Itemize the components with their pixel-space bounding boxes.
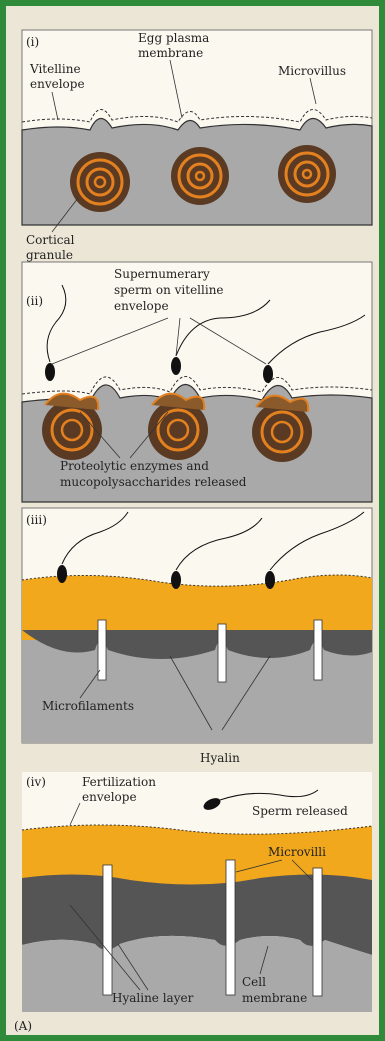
label-supernumerary-2: sperm on vitelline — [114, 283, 224, 297]
label-proteolytic-1: Proteolytic enzymes and — [60, 459, 209, 473]
label-proteolytic-2: mucopolysaccharides released — [60, 475, 247, 489]
label-vitelline-2: envelope — [30, 77, 85, 91]
label-cell-membrane-2: membrane — [242, 991, 307, 1005]
stage-iv: (iv) Fertilization envelope Sperm releas… — [22, 772, 372, 1012]
cortical-granule — [70, 152, 130, 212]
stage-ii: (ii) Supernumerary sperm on vitelline en… — [22, 262, 372, 502]
microfilament — [218, 624, 226, 682]
stage-i-numeral: (i) — [26, 35, 39, 49]
label-cell-membrane-1: Cell — [242, 975, 266, 989]
label-microvillus: Microvillus — [278, 64, 346, 78]
microvillus-post — [103, 865, 112, 995]
label-microfilaments: Microfilaments — [42, 699, 134, 713]
cortical-granule — [278, 145, 336, 203]
microfilament — [314, 620, 322, 680]
cortical-granule — [171, 147, 229, 205]
panel-label: (A) — [14, 1019, 32, 1033]
label-fertilization-1: Fertilization — [82, 775, 156, 789]
microvillus-post — [313, 868, 322, 996]
label-fertilization-2: envelope — [82, 790, 137, 804]
label-egg-membrane-2: membrane — [138, 46, 203, 60]
label-hyalin: Hyalin — [200, 751, 240, 765]
stage-i: (i) Vitelline envelope Egg plasma membra… — [22, 30, 372, 262]
label-cortical-1: Cortical — [26, 233, 75, 247]
label-sperm-released: Sperm released — [252, 804, 348, 818]
microvillus-post — [226, 860, 235, 995]
bursting-granule — [252, 396, 312, 462]
stage-iii: (iii) Microfilaments — [22, 508, 372, 743]
label-cortical-2: granule — [26, 248, 73, 262]
label-supernumerary-1: Supernumerary — [114, 267, 210, 281]
bursting-granule — [148, 394, 208, 460]
stage-iii-numeral: (iii) — [26, 513, 47, 527]
stage-iv-numeral: (iv) — [26, 775, 46, 789]
label-hyaline-layer: Hyaline layer — [112, 991, 194, 1005]
label-supernumerary-3: envelope — [114, 299, 169, 313]
label-vitelline-1: Vitelline — [29, 62, 81, 76]
label-microvilli: Microvilli — [268, 845, 326, 859]
stage-ii-numeral: (ii) — [26, 294, 43, 308]
label-egg-membrane-1: Egg plasma — [138, 31, 209, 45]
